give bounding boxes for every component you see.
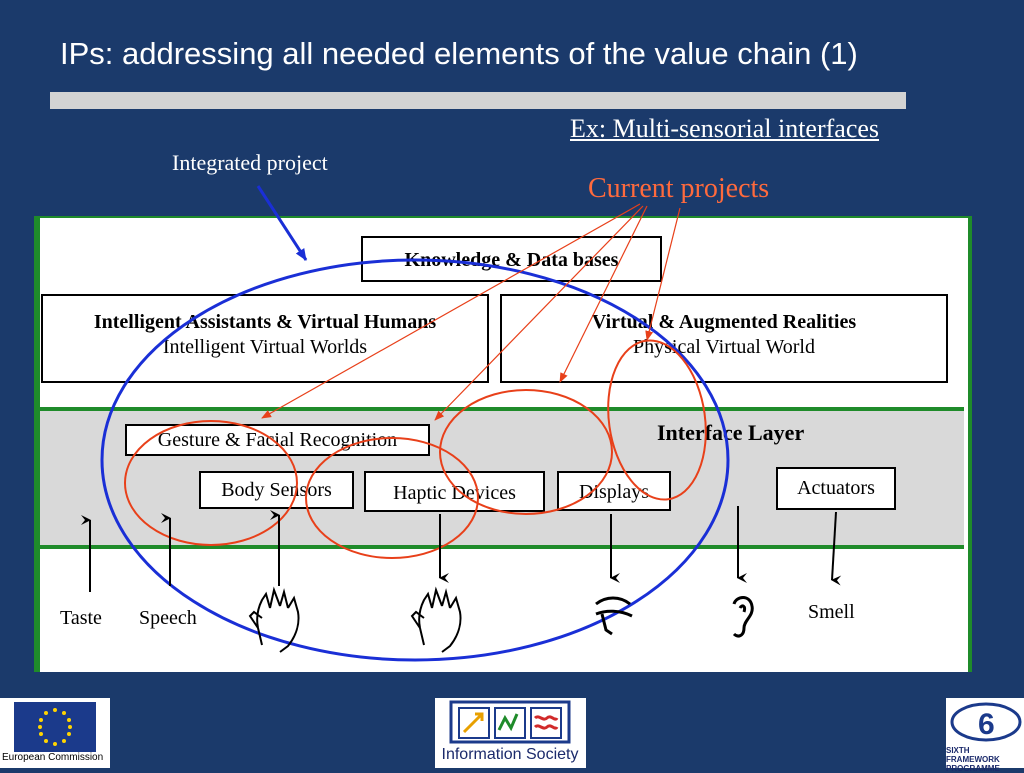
current-projects-label: Current projects	[588, 173, 770, 204]
actuators-box: Actuators	[776, 467, 896, 510]
assistants-title: Intelligent Assistants & Virtual Humans	[93, 311, 437, 333]
european-commission-text: European Commission	[2, 752, 104, 763]
footer-band-right	[586, 698, 946, 768]
assistants-box: Intelligent Assistants & Virtual Humans …	[41, 294, 489, 383]
example-link[interactable]: Ex: Multi-sensorial interfaces	[570, 114, 880, 143]
integrated-project-label: Integrated project	[172, 150, 328, 175]
sixth-framework-logo: 6	[950, 702, 1022, 742]
realities-box: Virtual & Augmented Realities Physical V…	[500, 294, 948, 383]
speech-label: Speech	[139, 607, 197, 629]
knowledge-box: Knowledge & Data bases	[361, 236, 662, 282]
displays-box: Displays	[557, 471, 671, 511]
gesture-box: Gesture & Facial Recognition	[125, 424, 430, 456]
body-sensors-box: Body Sensors	[199, 471, 354, 509]
interface-layer-label: Interface Layer	[657, 420, 805, 445]
smell-label: Smell	[808, 601, 855, 623]
title-underline-bar	[50, 92, 906, 109]
realities-title: Virtual & Augmented Realities	[591, 311, 857, 333]
slide-title: IPs: addressing all needed elements of t…	[60, 36, 858, 71]
footer-band-left	[110, 698, 435, 768]
haptic-devices-box: Haptic Devices	[364, 471, 545, 512]
information-society-text: Information Society	[441, 746, 579, 763]
european-commission-logo	[14, 702, 96, 752]
assistants-subtitle: Intelligent Virtual Worlds	[162, 336, 368, 358]
information-society-logo	[449, 700, 571, 744]
sixth-framework-text: SIXTH FRAMEWORK PROGRAMME	[946, 746, 1000, 773]
svg-text:6: 6	[978, 708, 995, 741]
taste-label: Taste	[60, 607, 102, 629]
realities-subtitle: Physical Virtual World	[633, 336, 815, 358]
